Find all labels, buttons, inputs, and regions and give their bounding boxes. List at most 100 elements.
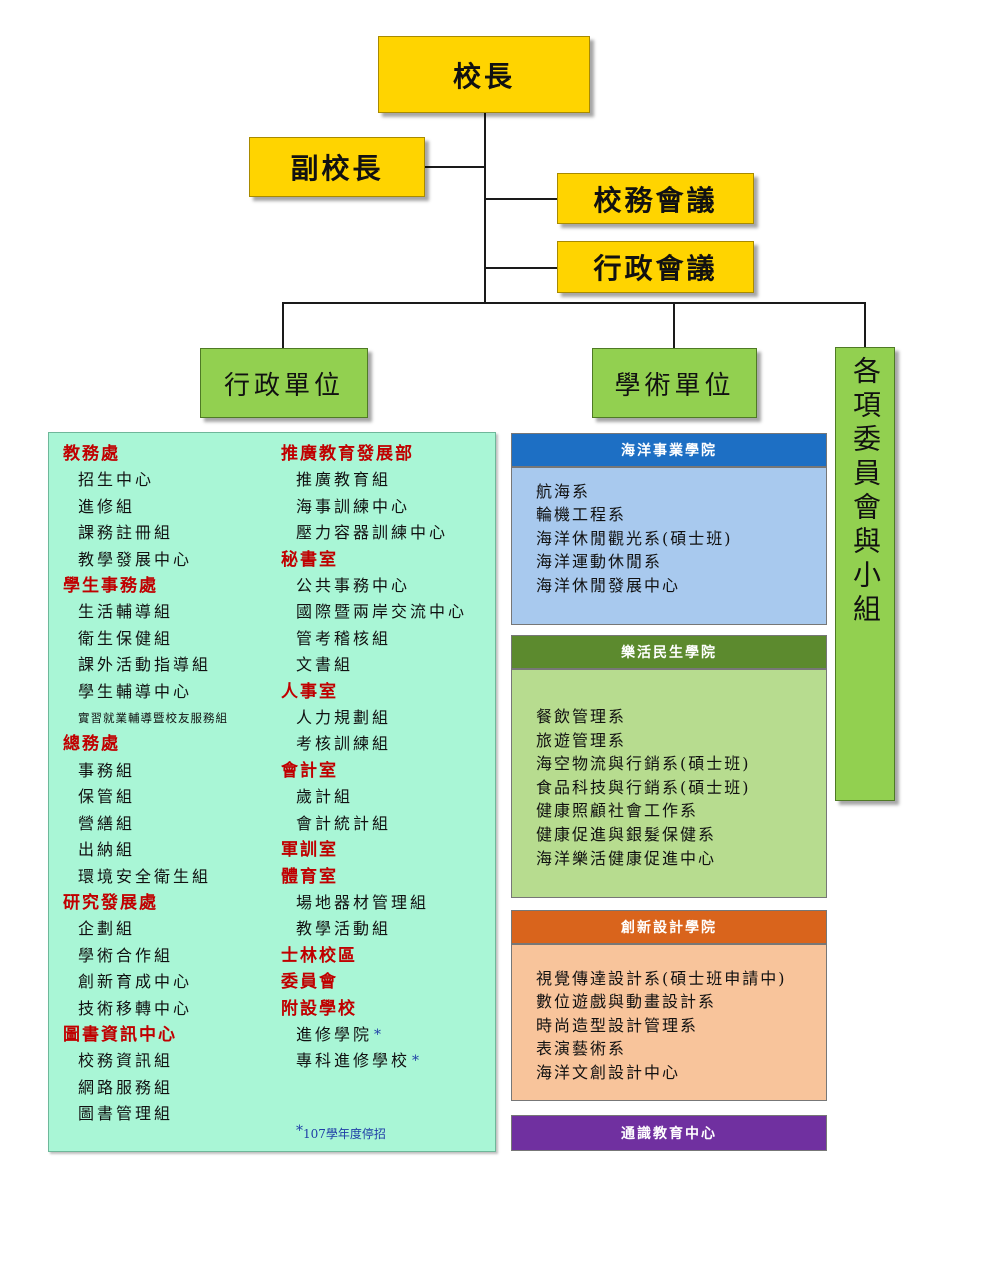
college-departments: 視覺傳達設計系(碩士班申請中)數位遊戲與動畫設計系時尚造型設計管理系表演藝術系海… (511, 944, 827, 1101)
admin-sub-unit: 場地器材管理組 (281, 890, 467, 916)
admin-sub-unit-label: 衛生保健組 (78, 628, 174, 648)
academic-units-label: 學術單位 (614, 370, 735, 401)
department-item: 旅遊管理系 (536, 730, 627, 750)
admin-sub-unit: 教學活動組 (281, 916, 467, 942)
admin-left-column: 教務處招生中心進修組課務註冊組教學發展中心學生事務處生活輔導組衛生保健組課外活動… (63, 441, 228, 1128)
college-header: 通識教育中心 (511, 1115, 827, 1151)
admin-units-label: 行政單位 (223, 370, 344, 401)
admin-unit-heading: 圖書資訊中心 (63, 1024, 177, 1045)
admin-unit-heading: 會計室 (281, 760, 338, 781)
admin-sub-unit: 營繕組 (63, 811, 228, 837)
admin-sub-unit-label: 教學發展中心 (78, 549, 193, 569)
college-name: 創新設計學院 (621, 920, 717, 936)
admin-sub-unit-label: 進修組 (78, 496, 136, 516)
admin-meeting-label: 行政會議 (593, 252, 718, 285)
admin-units-panel: 教務處招生中心進修組課務註冊組教學發展中心學生事務處生活輔導組衛生保健組課外活動… (48, 432, 496, 1152)
admin-sub-unit-label: 歲計組 (296, 787, 354, 807)
admin-sub-unit-label: 人力規劃組 (296, 708, 392, 728)
connector-branch-bar (282, 302, 866, 304)
admin-sub-unit-label: 出納組 (78, 840, 136, 860)
admin-sub-unit: 專科進修學校* (281, 1048, 467, 1074)
admin-unit-heading: 推廣教育發展部 (281, 444, 414, 464)
college-departments: 餐飲管理系旅遊管理系海空物流與行銷系(碩士班) 食品科技與行銷系(碩士班) 健康照顧… (511, 669, 827, 898)
admin-sub-unit: 國際暨兩岸交流中心 (281, 599, 467, 625)
admin-sub-unit: 海事訓練中心 (281, 494, 467, 520)
connector-academic-units (673, 302, 675, 348)
admin-sub-unit: 學術合作組 (63, 943, 228, 969)
admin-sub-unit: 進修組 (63, 494, 228, 520)
admin-sub-unit-label: 文書組 (296, 655, 354, 675)
admin-sub-unit-label: 課外活動指導組 (78, 655, 212, 675)
connector-trunk (484, 113, 486, 303)
connector-school-affairs (484, 198, 557, 200)
committees-box: 各項委員會與小組 (835, 347, 895, 801)
department-item: 視覺傳達設計系(碩士班申請中) (536, 969, 787, 988)
admin-sub-unit-label: 招生中心 (78, 470, 155, 490)
college-name: 通識教育中心 (621, 1126, 717, 1142)
admin-sub-unit-label: 技術移轉中心 (78, 998, 193, 1018)
college-departments: 航海系輪機工程系海洋休閒觀光系(碩士班)海洋運動休閒系海洋休閒發展中心 (511, 467, 827, 625)
admin-sub-unit: 管考稽核組 (281, 626, 467, 652)
admin-sub-unit-label: 公共事務中心 (296, 576, 411, 596)
admin-sub-unit: 歲計組 (281, 784, 467, 810)
admin-unit-heading: 體育室 (281, 866, 338, 887)
college-header: 樂活民生學院 (511, 635, 827, 669)
admin-sub-unit: 保管組 (63, 784, 228, 810)
admin-sub-unit: 教學發展中心 (63, 547, 228, 573)
admin-sub-unit: 環境安全衛生組 (63, 864, 228, 890)
admin-sub-unit-label: 專科進修學校 (296, 1051, 411, 1071)
academic-units-box: 學術單位 (592, 348, 757, 418)
college-header: 海洋事業學院 (511, 433, 827, 467)
department-item: 健康促進與銀髮保健系 (536, 824, 717, 844)
vice-president-label: 副校長 (290, 152, 384, 185)
admin-unit-heading: 人事室 (281, 681, 338, 702)
department-item: 海洋運動休閒系 (536, 552, 663, 572)
admin-sub-unit: 實習就業輔導暨校友服務組 (63, 705, 228, 731)
connector-admin-units (282, 302, 284, 348)
department-item: 健康照顧社會工作系 (536, 801, 699, 821)
department-item: 數位遊戲與動畫設計系 (536, 992, 717, 1012)
president-box: 校長 (378, 36, 590, 113)
department-item: 食品科技與行銷系(碩士班) (536, 777, 751, 797)
president-label: 校長 (452, 59, 515, 93)
vice-president-box: 副校長 (249, 137, 425, 197)
admin-sub-unit-label: 管考稽核組 (296, 628, 392, 648)
department-item: 海空物流與行銷系(碩士班) (536, 754, 751, 774)
admin-sub-unit-label: 國際暨兩岸交流中心 (296, 602, 468, 622)
department-item: 海洋休閒發展中心 (536, 575, 681, 595)
admin-sub-unit-label: 考核訓練組 (296, 734, 392, 754)
school-affairs-meeting-label: 校務會議 (593, 183, 718, 217)
footnote-mark: * (412, 1053, 423, 1070)
admin-sub-unit-label: 教學活動組 (296, 919, 392, 939)
admin-sub-unit: 衛生保健組 (63, 626, 228, 652)
department-item: 海洋休閒觀光系(碩士班) (536, 528, 733, 548)
admin-sub-unit-label: 場地器材管理組 (296, 892, 430, 912)
admin-sub-unit-label: 海事訓練中心 (296, 496, 411, 516)
admin-sub-unit: 學生輔導中心 (63, 679, 228, 705)
admin-sub-unit: 圖書管理組 (63, 1101, 228, 1127)
admin-unit-heading: 學生事務處 (63, 576, 158, 597)
admin-sub-unit-label: 校務資訊組 (78, 1051, 174, 1071)
committees-label: 各項委員會與小組 (849, 356, 882, 628)
admin-sub-unit: 人力規劃組 (281, 705, 467, 731)
admin-sub-unit-label: 事務組 (78, 760, 136, 780)
admin-sub-unit: 創新育成中心 (63, 969, 228, 995)
admin-sub-unit-label: 實習就業輔導暨校友服務組 (78, 711, 228, 726)
department-item: 海洋文創設計中心 (536, 1062, 681, 1082)
admin-sub-unit: 進修學院* (281, 1022, 467, 1048)
admin-sub-unit-label: 環境安全衛生組 (78, 866, 212, 886)
admin-unit-heading: 教務處 (63, 444, 120, 464)
admin-sub-unit: 課外活動指導組 (63, 652, 228, 678)
admin-sub-unit-label: 圖書管理組 (78, 1104, 174, 1124)
admin-unit-heading: 軍訓室 (281, 840, 338, 861)
admin-unit-heading: 總務處 (63, 734, 120, 755)
department-item: 餐飲管理系 (536, 707, 627, 726)
admin-sub-unit: 校務資訊組 (63, 1048, 228, 1074)
admin-sub-unit: 考核訓練組 (281, 731, 467, 757)
admin-sub-unit-label: 壓力容器訓練中心 (296, 523, 449, 543)
admin-sub-unit-label: 創新育成中心 (78, 972, 193, 992)
admin-sub-unit-label: 企劃組 (78, 919, 136, 939)
admin-sub-unit: 企劃組 (63, 916, 228, 942)
admin-meeting-box: 行政會議 (557, 241, 754, 293)
department-item: 航海系 (536, 482, 591, 501)
